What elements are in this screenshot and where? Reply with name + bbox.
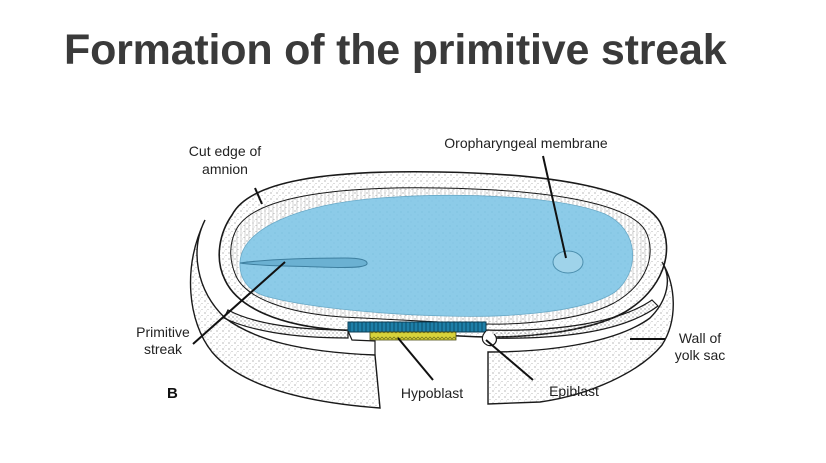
label-wall-line2: yolk sac: [675, 347, 726, 363]
label-cut-edge-line2: amnion: [202, 161, 248, 177]
panel-label: B: [167, 385, 178, 402]
page-title: Formation of the primitive streak: [64, 26, 727, 74]
label-hypoblast: Hypoblast: [401, 385, 463, 401]
hypoblast-band: [369, 331, 457, 341]
label-epiblast: Epiblast: [549, 383, 599, 399]
embryonic-disc: [239, 195, 634, 317]
yolk-sac-wall: [189, 219, 674, 409]
primitive-streak-groove: [239, 257, 368, 269]
label-oropharyngeal: Oropharyngeal membrane: [444, 135, 608, 151]
label-cut-edge-line1: Cut edge of: [189, 143, 261, 159]
epiblast-band: [347, 321, 487, 333]
oropharyngeal-membrane: [552, 250, 584, 274]
label-wall-line1: Wall of: [679, 330, 721, 346]
label-primitive-line2: streak: [144, 341, 183, 357]
label-primitive-line1: Primitive: [136, 324, 190, 340]
cut-section: [223, 299, 659, 355]
leader-lines: [192, 155, 665, 381]
